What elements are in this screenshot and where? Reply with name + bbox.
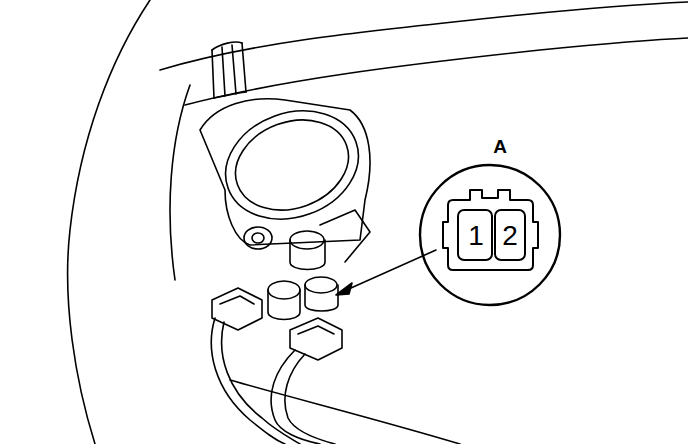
wire xyxy=(271,350,320,444)
hose-upper xyxy=(160,2,688,70)
detail-circle xyxy=(420,165,560,305)
sensor-top xyxy=(290,231,324,249)
boss-hole xyxy=(252,233,264,243)
connector-plug xyxy=(290,318,342,360)
housing-outline xyxy=(68,0,150,444)
pin-number: 1 xyxy=(468,222,484,250)
connector-latch xyxy=(298,326,334,334)
view-label: A xyxy=(493,137,507,156)
housing-edge xyxy=(170,85,190,280)
connector-latch xyxy=(220,296,254,304)
bore-outer xyxy=(210,93,373,237)
arrowhead xyxy=(336,283,352,295)
connector-face xyxy=(443,190,538,270)
leader-line xyxy=(342,250,436,292)
sensor-top xyxy=(268,281,300,299)
hose-lower xyxy=(185,38,688,105)
sensor-top xyxy=(305,277,337,293)
hose-clamp xyxy=(212,43,246,98)
boss xyxy=(244,227,272,249)
bore-inner xyxy=(223,105,361,225)
wire xyxy=(230,380,460,444)
pin-number: 2 xyxy=(502,222,518,250)
sensor-body xyxy=(305,285,338,311)
bracket xyxy=(320,210,370,262)
sensor-body xyxy=(268,290,300,320)
wire xyxy=(285,354,335,444)
connector-plug xyxy=(212,288,262,330)
pin-cavity xyxy=(458,210,492,260)
pin-cavity xyxy=(495,210,525,260)
sensor-body xyxy=(290,240,325,270)
hose-clamp-edge xyxy=(212,42,246,98)
